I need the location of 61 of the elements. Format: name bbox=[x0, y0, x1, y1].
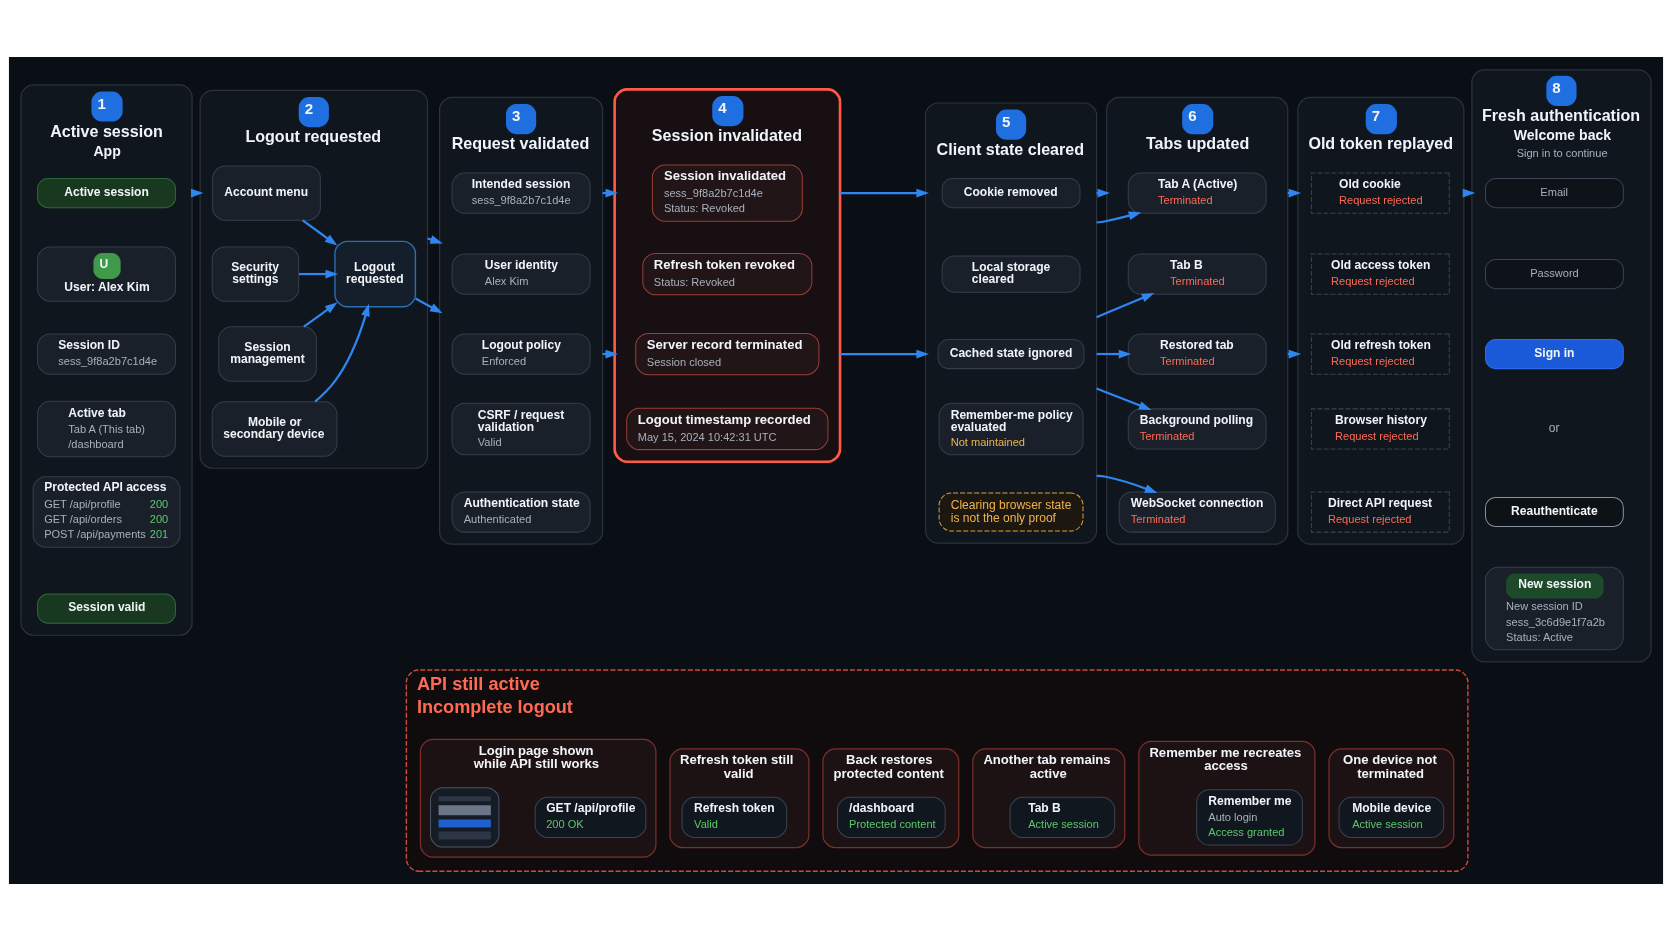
arrow bbox=[303, 302, 338, 328]
node-box: Tab B Terminated bbox=[1127, 253, 1267, 295]
node-box: User identity Alex Kim bbox=[451, 253, 591, 295]
node-box: Remember-me policy evaluated Not maintained bbox=[938, 402, 1084, 456]
node-box: Session management bbox=[218, 326, 317, 382]
node-box: Mobile or secondary device bbox=[211, 401, 338, 457]
node-box: Restored tab Terminated bbox=[1127, 333, 1267, 375]
node-box: Security settings bbox=[211, 246, 300, 302]
node-box: Old refresh token Request rejected bbox=[1310, 333, 1450, 375]
node-box: Account menu bbox=[212, 165, 321, 221]
arrow bbox=[840, 188, 929, 198]
node-box: Old cookie Request rejected bbox=[1310, 172, 1450, 214]
node-box: U User: Alex Kim bbox=[37, 246, 176, 302]
node-box: Tab B Active session bbox=[1009, 796, 1116, 838]
arrow bbox=[298, 269, 339, 279]
node-box: Session ID sess_9f8a2b7c1d4e bbox=[37, 333, 176, 375]
node-box: Browser history Request rejected bbox=[1310, 408, 1450, 450]
node-box: Sign in bbox=[1484, 338, 1624, 370]
node-picture bbox=[430, 787, 500, 848]
arrow bbox=[1096, 211, 1142, 224]
node-box: Session invalidated sess_9f8a2b7c1d4e Status: Revoked bbox=[651, 164, 803, 222]
node-box: Password bbox=[1484, 258, 1624, 290]
node-box: WebSocket connection Terminated bbox=[1118, 491, 1276, 533]
node-box: Authentication state Authenticated bbox=[451, 491, 591, 533]
node-box: Direct API request Request rejected bbox=[1310, 491, 1450, 533]
arrow bbox=[427, 235, 443, 244]
node-box: Active tab Tab A (This tab) /dashboard bbox=[37, 400, 176, 458]
node-box: Logout requested bbox=[334, 240, 417, 308]
node-box: Server record terminated Session closed bbox=[635, 332, 820, 376]
arrow bbox=[1096, 474, 1158, 493]
node-box: Logout timestamp recorded May 15, 2024 10:42:31 UTC bbox=[626, 407, 829, 451]
arrow bbox=[840, 349, 929, 359]
node-box: Old access token Request rejected bbox=[1310, 253, 1450, 295]
node-box: Background polling Terminated bbox=[1127, 408, 1267, 450]
node-box: Cached state ignored bbox=[937, 338, 1085, 370]
node-box: Email bbox=[1484, 177, 1624, 209]
node-box: GET /api/profile 200 OK bbox=[534, 796, 647, 838]
node-box: /dashboard Protected content bbox=[837, 796, 946, 838]
node-box: Session valid bbox=[37, 593, 176, 624]
arrow bbox=[314, 303, 370, 403]
node-box: CSRF / request validation Valid bbox=[451, 402, 591, 456]
arrow bbox=[1096, 387, 1152, 411]
node-box: Logout policy Enforced bbox=[451, 333, 591, 375]
node-box: Protected API access GET /api/profile 200 GET /api/orders 200 POST /api/payments 201 bbox=[32, 476, 181, 548]
node-box: Tab A (Active) Terminated bbox=[1127, 172, 1267, 214]
node-box: Refresh token revoked Status: Revoked bbox=[642, 252, 813, 296]
node-box: Reauthenticate bbox=[1484, 496, 1624, 528]
node-box: New session New session ID sess_3c6d9e1f7a2b Status: Active bbox=[1484, 566, 1624, 651]
node-box: Local storage cleared bbox=[941, 255, 1081, 293]
arrow bbox=[1096, 349, 1132, 359]
node-box: Active session bbox=[37, 177, 176, 209]
label: or bbox=[1548, 421, 1560, 436]
node-box: Clearing browser state is not the only proof bbox=[938, 492, 1084, 532]
arrow bbox=[302, 219, 338, 246]
node-box: Cookie removed bbox=[941, 177, 1081, 209]
arrow bbox=[1096, 293, 1155, 319]
node-box: Remember me Auto login Access granted bbox=[1196, 789, 1303, 846]
node-box: Refresh token Valid bbox=[681, 796, 788, 838]
node-box: Mobile device Active session bbox=[1338, 796, 1445, 838]
node-box: Intended session sess_9f8a2b7c1d4e bbox=[451, 172, 591, 214]
arrow bbox=[415, 297, 443, 314]
